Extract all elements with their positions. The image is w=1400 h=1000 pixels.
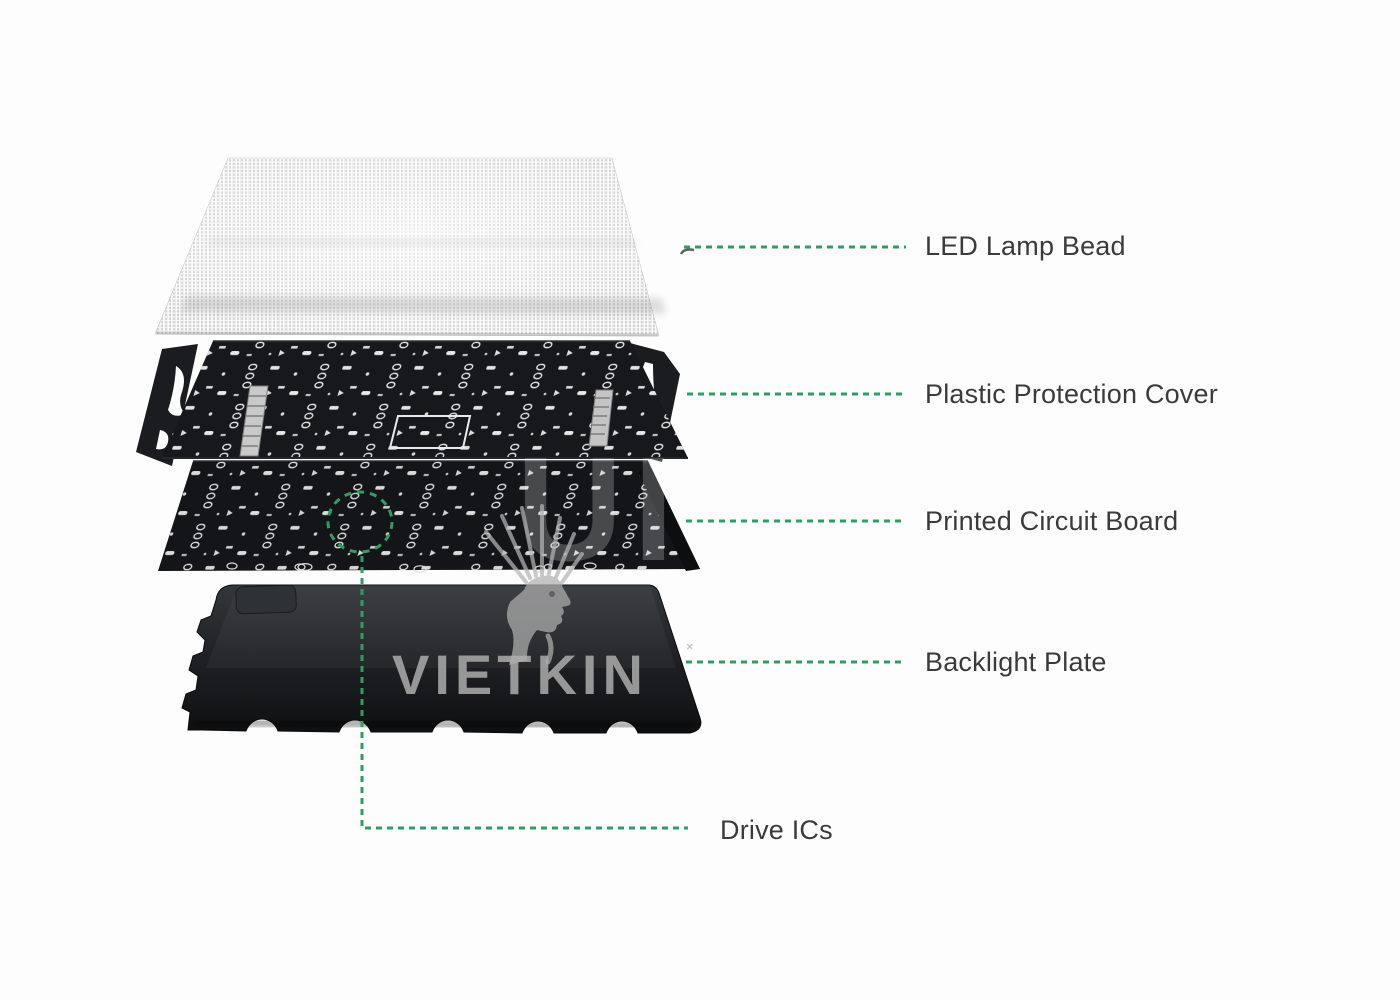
printed-circuit-board-layer: [158, 460, 700, 573]
drive-ics-highlight-circle: [326, 490, 394, 554]
led-lamp-bead-layer: [154, 157, 666, 337]
layer-label-printed-circuit-board: Printed Circuit Board: [925, 506, 1179, 536]
callouts: [326, 245, 906, 830]
layer-label-led-lamp-bead: LED Lamp Bead: [925, 231, 1126, 261]
layer-label-drive-ics: Drive ICs: [720, 815, 833, 845]
warrior-head-icon: [484, 504, 584, 665]
layer-label-backlight-plate: Backlight Plate: [925, 647, 1107, 677]
layer-label-plastic-protection-cover: Plastic Protection Cover: [925, 379, 1218, 409]
plastic-protection-cover-layer: [136, 340, 688, 466]
silkscreen-outline: [388, 415, 472, 449]
connector-left: [239, 385, 269, 457]
callout-line-drive-ics: [360, 556, 688, 830]
plate-tab: [235, 584, 297, 615]
callout-arrow-tip: [679, 248, 695, 255]
watermark-artifact-mark: ×: [686, 639, 694, 654]
connector-right: [588, 389, 614, 447]
